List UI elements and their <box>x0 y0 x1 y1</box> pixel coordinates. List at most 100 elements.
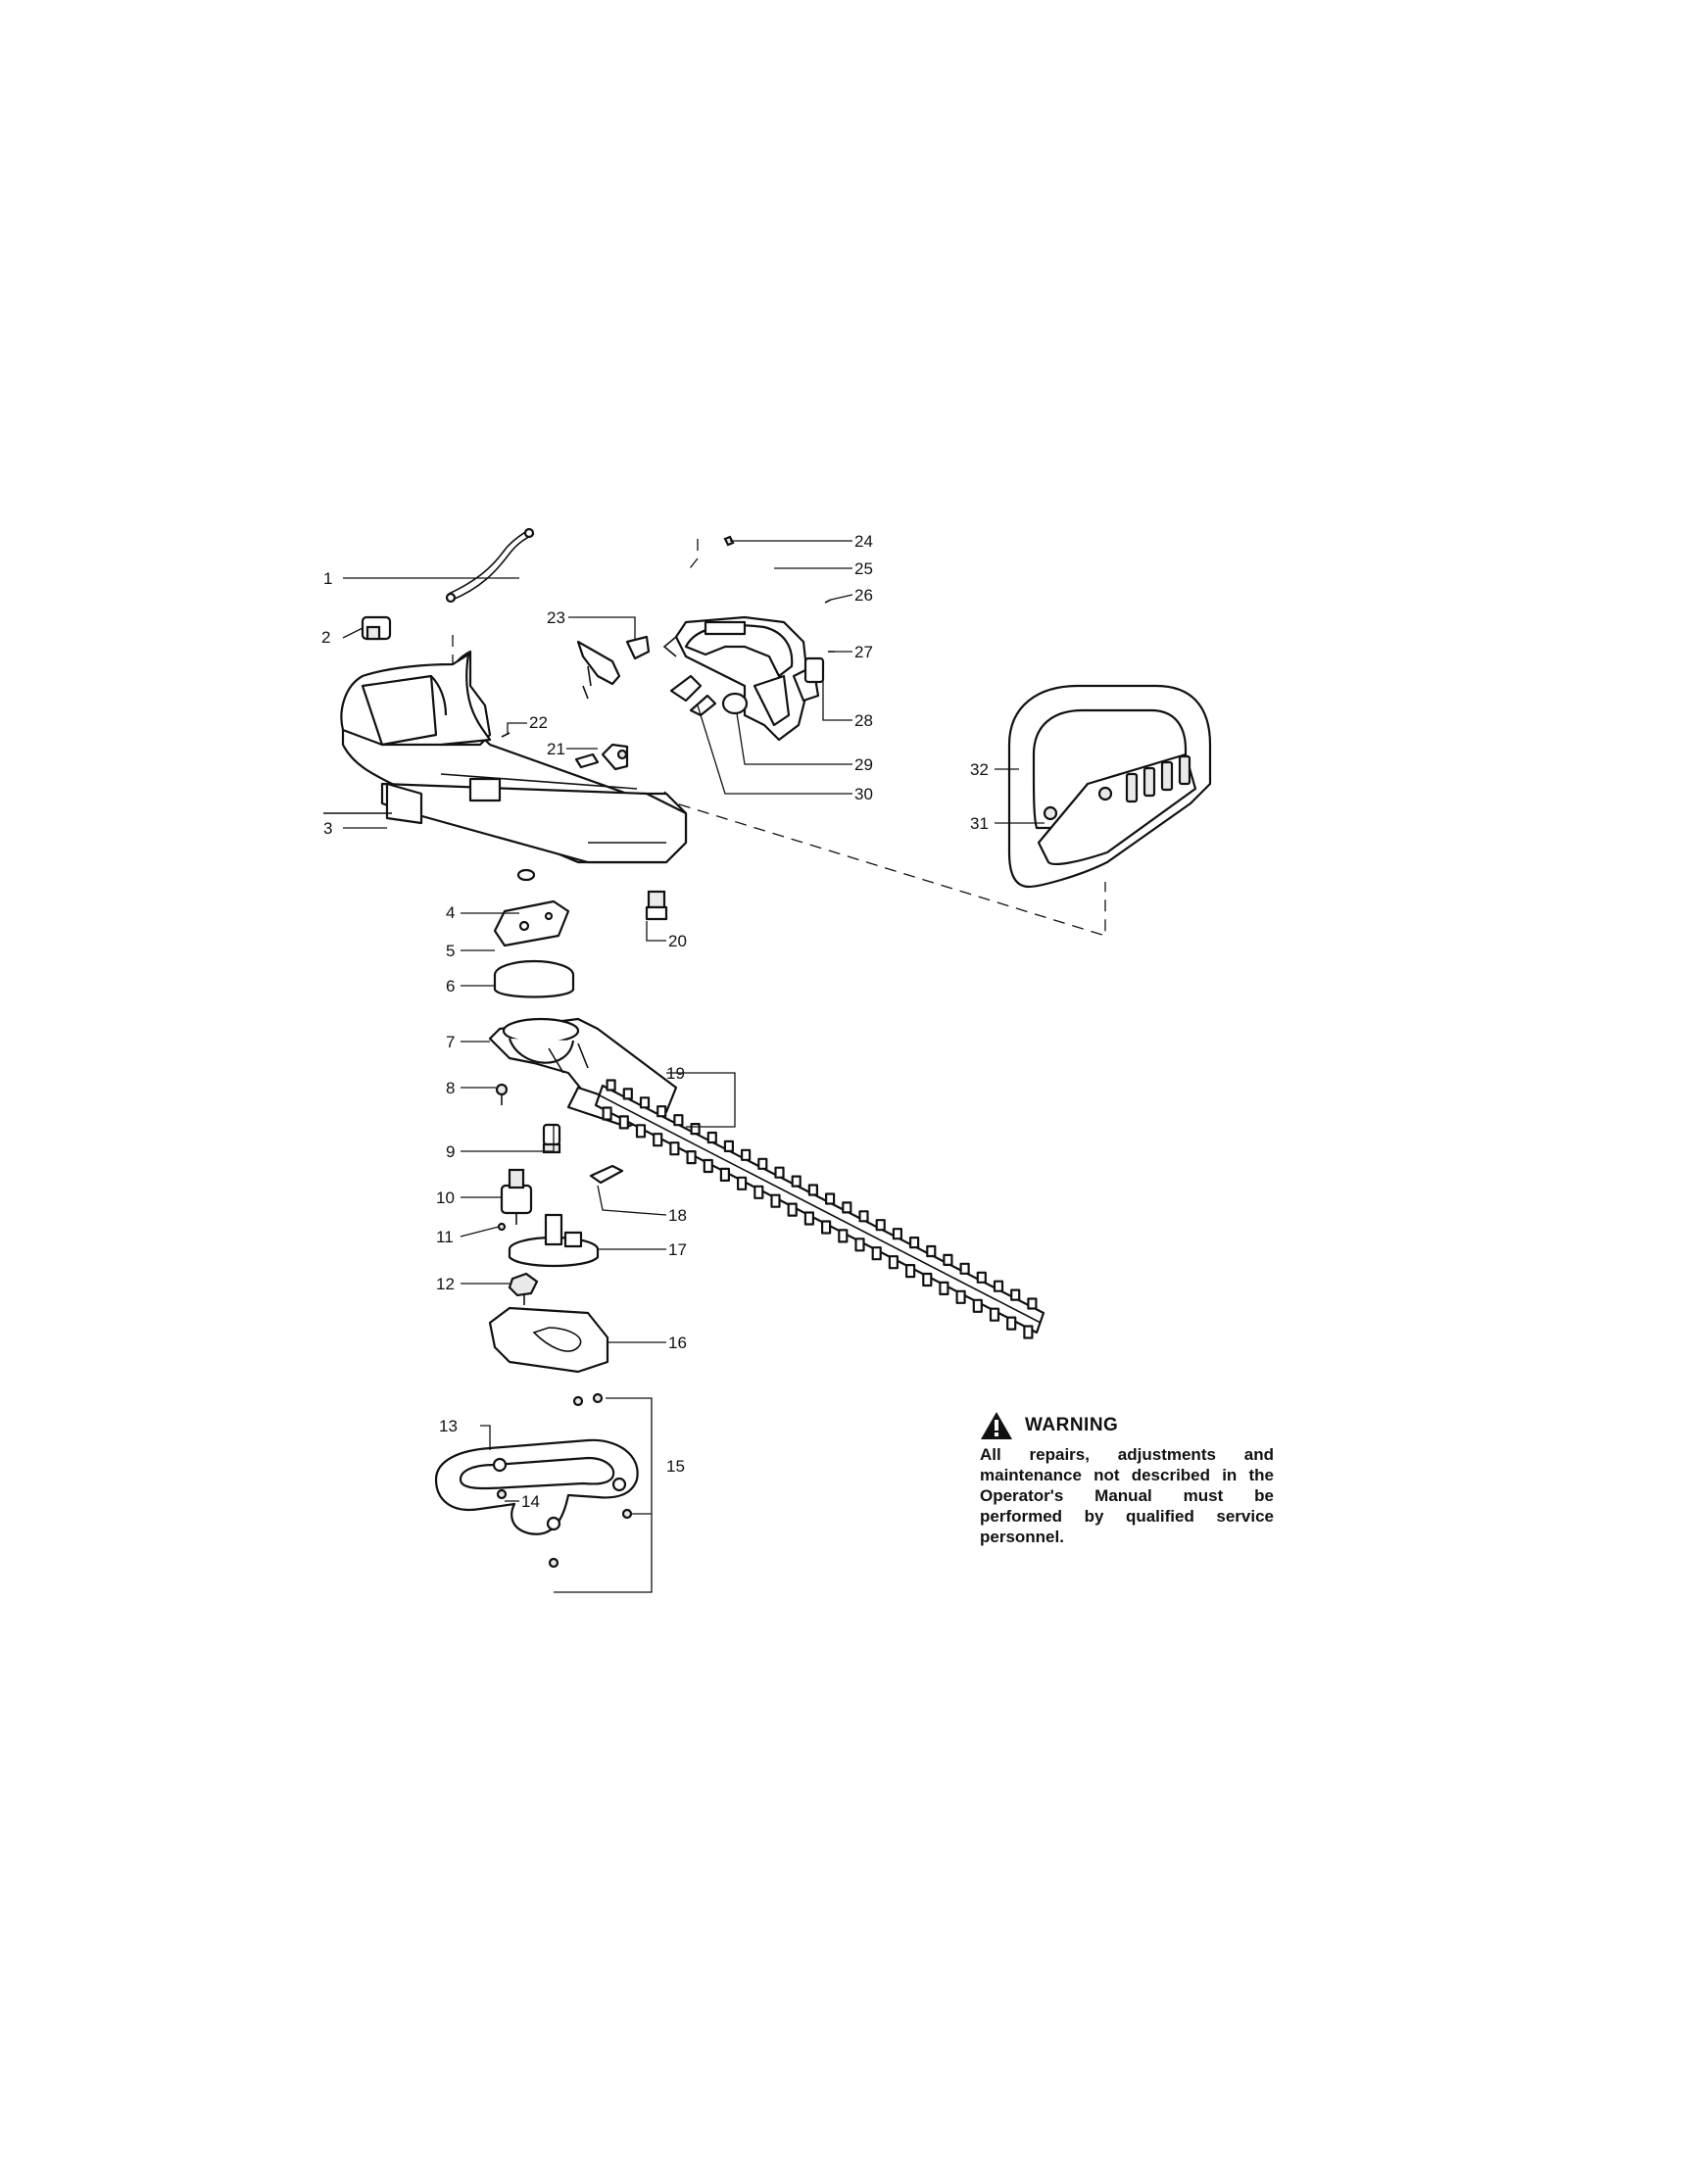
callout-26: 26 <box>854 586 873 605</box>
part-24-screw <box>723 535 735 547</box>
part-13-lower-handle <box>434 1438 639 1535</box>
part-28-latch <box>803 656 825 684</box>
part-10-pinion <box>500 1168 533 1225</box>
part-32-hand-guard <box>1007 684 1212 889</box>
blade-tooth <box>1006 1316 1017 1331</box>
part-4-washer <box>516 868 536 882</box>
callout-14: 14 <box>521 1492 540 1511</box>
blade-tooth <box>774 1166 785 1179</box>
blade-tooth <box>770 1193 781 1208</box>
blade-tooth <box>955 1289 966 1304</box>
part-22-spring <box>501 732 510 738</box>
leader-lines <box>342 540 1045 1593</box>
blade-tooth <box>753 1185 764 1199</box>
callout-24: 24 <box>854 532 873 551</box>
blade-tooth <box>639 1096 651 1109</box>
part-1-cord <box>445 527 535 604</box>
blade-tooth <box>989 1307 1000 1322</box>
blade-tooth <box>686 1149 697 1165</box>
callout-9: 9 <box>446 1142 455 1161</box>
callout-12: 12 <box>436 1275 455 1293</box>
blade-tooth <box>858 1210 869 1223</box>
callout-32: 32 <box>970 760 989 779</box>
blade-tooth <box>656 1105 667 1118</box>
part-6-ring <box>493 959 575 998</box>
callout-4: 4 <box>446 903 455 922</box>
blade-tooth <box>1023 1325 1034 1339</box>
callout-3: 3 <box>323 819 332 838</box>
blade-tooth <box>993 1280 1004 1292</box>
blade-tooth <box>606 1079 616 1092</box>
blade-tooth <box>618 1115 629 1130</box>
part-29-bearing <box>721 692 749 715</box>
blade-tooth <box>838 1229 849 1243</box>
warning-notice: WARNING All repairs, adjustments and mai… <box>980 1411 1274 1547</box>
part-12-nut <box>508 1272 539 1305</box>
callout-23: 23 <box>547 608 565 627</box>
blade-tooth <box>888 1255 899 1270</box>
callout-22: 22 <box>529 713 548 732</box>
blade-tooth <box>807 1184 819 1196</box>
callout-28: 28 <box>854 711 873 730</box>
assembly-line-handle <box>685 539 699 574</box>
blade-tooth <box>875 1219 886 1232</box>
blade-tooth <box>602 1106 612 1121</box>
callout-5: 5 <box>446 942 455 960</box>
part-23-trigger <box>576 635 651 700</box>
part-26-screw <box>824 599 832 604</box>
blade-tooth <box>854 1238 865 1252</box>
warning-text: All repairs, adjustments and maintenance… <box>980 1445 1274 1546</box>
callout-20: 20 <box>668 932 687 950</box>
part-25-rear-handle <box>662 615 820 742</box>
blade-tooth <box>622 1088 633 1100</box>
part-20-bushing <box>645 890 668 921</box>
callout-27: 27 <box>854 643 873 661</box>
callout-7: 7 <box>446 1033 455 1051</box>
part-17-gear <box>508 1213 600 1268</box>
part-14-screw <box>496 1488 508 1500</box>
part-2-switch <box>361 615 392 641</box>
callout-8: 8 <box>446 1079 455 1097</box>
blade-tooth <box>787 1202 798 1217</box>
callout-21: 21 <box>547 740 565 758</box>
blade-tooth <box>972 1298 983 1313</box>
blade-tooth <box>740 1148 752 1161</box>
part-21-switch-part <box>574 743 629 771</box>
callout-31: 31 <box>970 814 989 833</box>
blade-tooth <box>653 1133 663 1147</box>
part-8-screw <box>495 1083 509 1105</box>
callout-16: 16 <box>668 1334 687 1352</box>
callout-29: 29 <box>854 755 873 774</box>
warning-triangle-icon <box>981 1412 1012 1439</box>
blade-tooth <box>943 1253 953 1267</box>
blade-tooth <box>673 1114 684 1127</box>
part-11-screw <box>497 1222 507 1232</box>
callout-2: 2 <box>321 628 330 647</box>
callout-25: 25 <box>854 559 873 578</box>
blade-tooth <box>871 1246 882 1261</box>
part-5-cover <box>493 899 570 947</box>
blade-tooth <box>959 1262 970 1275</box>
blade-tooth <box>842 1201 852 1214</box>
blade-tooth <box>791 1175 802 1188</box>
callout-15: 15 <box>666 1457 685 1476</box>
callout-1: 1 <box>323 569 332 588</box>
blade-tooth <box>1027 1297 1038 1310</box>
part-19-blade <box>594 1079 1045 1339</box>
warning-header: WARNING <box>980 1411 1274 1440</box>
part-30-knob <box>669 674 717 717</box>
blade-tooth <box>908 1236 920 1249</box>
blade-tooth <box>892 1228 903 1240</box>
blade-tooth <box>669 1141 680 1156</box>
blade-tooth <box>939 1281 949 1296</box>
blade-tooth <box>736 1176 748 1190</box>
part-3-housing <box>323 650 688 864</box>
blade-tooth <box>1010 1288 1021 1301</box>
callout-30: 30 <box>854 785 873 803</box>
part-18-link <box>589 1164 624 1185</box>
warning-title: WARNING <box>1025 1415 1119 1435</box>
blade-tooth <box>723 1140 735 1153</box>
blade-tooth <box>803 1211 815 1226</box>
part-15-screws <box>548 1392 633 1569</box>
